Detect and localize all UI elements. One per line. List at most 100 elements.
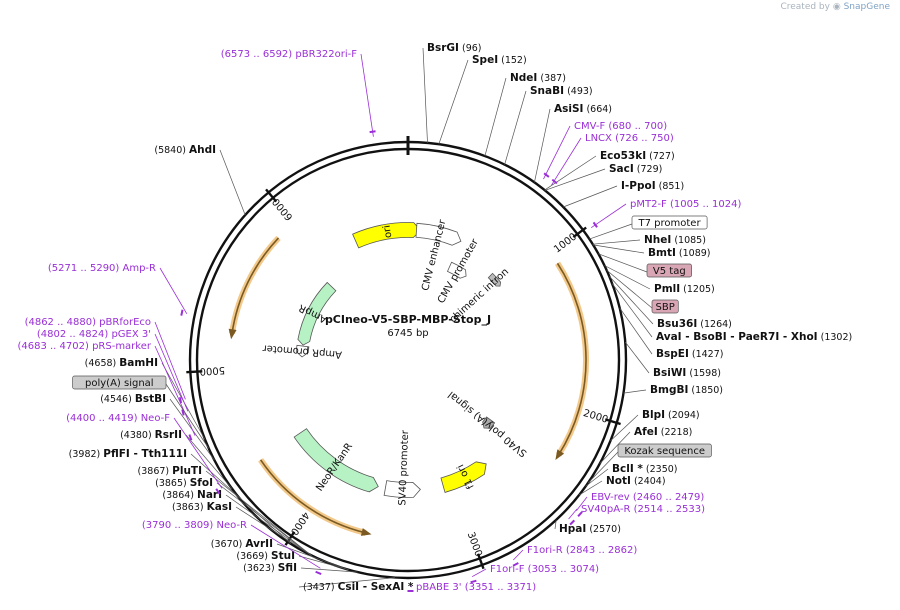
orf-line <box>231 237 280 334</box>
site-leader <box>185 434 233 490</box>
site-label[interactable]: I-PpoI (851) <box>621 180 684 192</box>
site-label[interactable]: (3670) AvrII <box>211 538 273 550</box>
site-label[interactable]: (3864) NarI <box>162 489 222 501</box>
feature-label: AmpR promoter <box>261 342 342 359</box>
site-label[interactable]: Eco53kI (727) <box>600 150 675 162</box>
feature-ampr-promoter[interactable] <box>295 344 310 358</box>
primer-leader <box>568 508 578 520</box>
primer-mark <box>407 589 414 593</box>
site-leader <box>205 470 312 556</box>
orf-arrow <box>360 528 372 536</box>
site-label[interactable]: NheI (1085) <box>644 234 706 246</box>
primer-label[interactable]: (4683 .. 4702) pRS-marker <box>17 341 151 352</box>
site-label[interactable]: BmgBI (1850) <box>650 384 723 396</box>
site-label[interactable]: BsrGI (96) <box>427 42 482 54</box>
site-leader <box>593 244 645 254</box>
feature-chimeric-intron[interactable] <box>487 272 502 287</box>
site-label[interactable]: NdeI (387) <box>510 72 566 84</box>
site-label[interactable]: BspEI (1427) <box>656 348 723 360</box>
feature-ampr[interactable] <box>297 281 337 346</box>
site-label[interactable]: (3865) SfoI <box>155 477 213 489</box>
credit-brand[interactable]: SnapGene <box>843 2 890 12</box>
orf-band <box>554 261 589 457</box>
feature-label: SV40 promoter <box>397 429 411 506</box>
feature-neor-kanr[interactable] <box>293 428 379 493</box>
site-label[interactable]: SacI (729) <box>609 163 662 175</box>
site-label[interactable]: HpaI (2570) <box>559 523 621 535</box>
primer-mark <box>592 221 598 228</box>
site-label[interactable]: AvaI - BsoBI - PaeR7I - XhoI (1302) <box>656 331 852 343</box>
snapgene-logo-icon: ◉ <box>832 2 841 12</box>
site-leader <box>504 90 527 165</box>
boxed-feature-box[interactable] <box>617 443 712 458</box>
tick-label: 4000 <box>288 510 311 537</box>
primer-label[interactable]: pBABE 3' (3351 .. 3371) <box>416 582 536 593</box>
primer-leader <box>551 137 582 186</box>
feature-sv40-poly-a-signal[interactable] <box>482 416 496 429</box>
feature-f1-ori[interactable] <box>440 461 487 493</box>
primer-label[interactable]: F1ori-R (2843 .. 2862) <box>527 545 637 556</box>
primer-label[interactable]: CMV-F (680 .. 700) <box>574 121 667 132</box>
primer-mark <box>180 309 184 316</box>
site-label[interactable]: BclI * (2350) <box>612 463 678 475</box>
site-leader <box>225 494 312 556</box>
boxed-feature-label: SBP <box>656 302 675 313</box>
primer-label[interactable]: (4400 .. 4419) Neo-F <box>66 413 170 424</box>
primer-mark <box>178 397 183 404</box>
feature-sv40-promoter[interactable] <box>383 480 421 498</box>
site-label[interactable]: SnaBI (493) <box>530 85 593 97</box>
site-leader <box>604 265 651 290</box>
site-label[interactable]: (3863) KasI <box>172 501 232 513</box>
primer-label[interactable]: F1ori-F (3053 .. 3074) <box>490 564 599 575</box>
primer-leader <box>154 333 189 412</box>
site-layer: BsrGI (96)SpeI (152) NdeI (387)SnaBI (493… <box>69 42 853 593</box>
site-leader <box>298 555 349 571</box>
site-label[interactable]: SpeI (152) <box>472 54 527 66</box>
site-label[interactable]: NotI (2404) <box>606 475 666 487</box>
primer-mark <box>315 570 322 575</box>
site-label[interactable]: (3867) PluTI <box>138 465 202 477</box>
primer-label[interactable]: SV40pA-R (2514 .. 2533) <box>581 504 705 515</box>
primer-label[interactable]: (3790 .. 3809) Neo-R <box>142 520 247 531</box>
boxed-feature-box[interactable] <box>72 375 167 390</box>
primer-leader <box>173 417 223 489</box>
site-label[interactable]: (5840) AhdI <box>154 144 216 156</box>
feature-cmv-promoter[interactable] <box>446 261 467 279</box>
site-label[interactable]: AsiSI (664) <box>554 103 612 115</box>
site-label[interactable]: (3669) StuI <box>236 550 295 562</box>
site-label[interactable]: BlpI (2094) <box>642 409 700 421</box>
tick-label: 6000 <box>271 196 296 223</box>
site-label[interactable]: (3437) CsiI - SexAI * <box>303 581 414 593</box>
site-label[interactable]: Bsu36I (1264) <box>657 318 732 330</box>
boxed-feature-box[interactable] <box>631 215 708 230</box>
site-label[interactable]: (4658) BamHI <box>85 357 158 369</box>
feature-cmv-enhancer[interactable] <box>415 222 462 246</box>
site-leader <box>544 155 597 191</box>
site-label[interactable]: (4380) RsrII <box>120 429 182 441</box>
primer-label[interactable]: LNCX (726 .. 750) <box>585 133 674 144</box>
primer-label[interactable]: pMT2-F (1005 .. 1024) <box>630 199 742 210</box>
primer-label[interactable]: (4802 .. 4824) pGEX 3' <box>37 329 151 340</box>
primer-label[interactable]: (6573 .. 6592) pBR322ori-F <box>221 49 357 60</box>
site-label[interactable]: BsiWI (1598) <box>653 367 721 379</box>
site-label[interactable]: PmlI (1205) <box>654 283 715 295</box>
boxed-feature-box[interactable] <box>651 299 679 314</box>
primer-label[interactable]: EBV-rev (2460 .. 2479) <box>591 492 704 503</box>
site-label[interactable]: AfeI (2218) <box>634 426 692 438</box>
site-label[interactable]: (3982) PflFI - Tth111I <box>69 448 187 460</box>
site-label[interactable]: (4546) BstBI <box>100 393 166 405</box>
tick-label: 1000 <box>552 231 579 255</box>
site-label[interactable]: BmtI (1089) <box>648 247 710 259</box>
site-leader <box>619 307 653 355</box>
primer-label[interactable]: (5271 .. 5290) Amp-R <box>48 263 156 274</box>
primer-mark <box>512 562 519 567</box>
site-label[interactable]: (3623) SfiI <box>243 562 297 574</box>
boxed-leader <box>598 253 648 273</box>
boxed-feature-box[interactable] <box>646 263 692 278</box>
primer-label[interactable]: (4862 .. 4880) pBRforEco <box>25 317 151 328</box>
site-leader <box>438 59 469 145</box>
